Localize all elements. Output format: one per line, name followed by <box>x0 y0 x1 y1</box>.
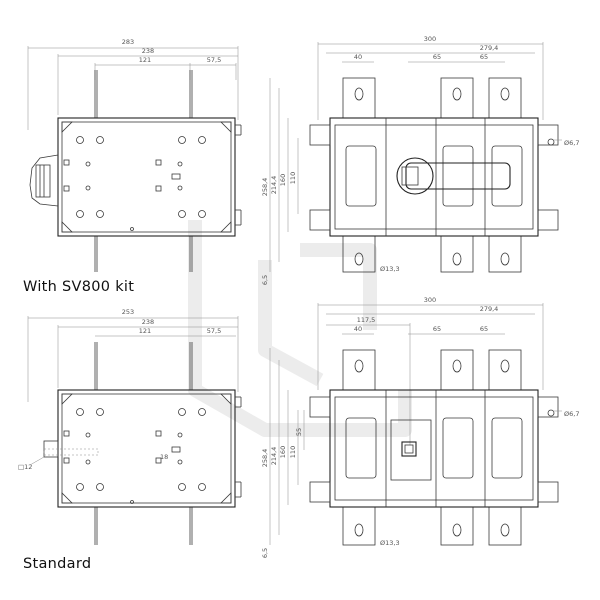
dim-square-bottom: □12 <box>18 463 32 471</box>
watermark-logo <box>188 220 412 437</box>
dim-term-a-bottom: 40 <box>354 325 362 333</box>
dim-h1-bottom: 258,4 <box>261 449 269 468</box>
dim-small-bottom: 18 <box>160 453 168 461</box>
dim-h2-top: 214,4 <box>270 176 278 195</box>
dim-h1-top: 258,4 <box>261 178 269 197</box>
dim-terminal-hole-bottom: Ø13,3 <box>380 539 400 547</box>
dim-h5-bottom: 55 <box>295 428 303 436</box>
dim-h5-top: 6,5 <box>261 275 269 285</box>
dim-width-top: 300 <box>424 35 436 43</box>
dim-width-bottom: 300 <box>424 296 436 304</box>
dim-pitch-bottom: 121 <box>139 327 151 335</box>
dim-offset-top: 57,5 <box>207 56 221 64</box>
dim-h4-top: 110 <box>289 172 297 184</box>
dim-offset-bottom: 57,5 <box>207 327 221 335</box>
dim-h3-bottom: 160 <box>279 446 287 458</box>
dim-h2-bottom: 214,4 <box>270 447 278 466</box>
dim-inner-top: 238 <box>142 47 154 55</box>
side-view-top: 283 238 121 57,5 <box>27 38 242 272</box>
dim-inner-width-bottom: 279,4 <box>480 305 499 313</box>
dim-h3-top: 160 <box>279 174 287 186</box>
dim-hole-bottom: Ø6,7 <box>564 410 579 418</box>
dim-h4-bottom: 110 <box>289 446 297 458</box>
dim-hole-top: Ø6,7 <box>564 139 579 147</box>
dim-handle-bottom: 117,5 <box>357 316 376 324</box>
dim-inner-bottom: 238 <box>142 318 154 326</box>
dim-overall-bottom: 253 <box>122 308 134 316</box>
dim-overall-top: 283 <box>122 38 134 46</box>
dim-pitch-top: 121 <box>139 56 151 64</box>
front-view-top: 300 279,4 40 65 65 258,4 214,4 160 110 6… <box>261 35 579 285</box>
caption-standard: Standard <box>23 556 92 572</box>
dim-term-b-top: 65 <box>433 53 441 61</box>
front-view-bottom: 300 279,4 117,5 40 65 65 258,4 214,4 160… <box>261 296 579 558</box>
dim-h6-bottom: 6,5 <box>261 548 269 558</box>
dim-term-c-top: 65 <box>480 53 488 61</box>
dim-term-a-top: 40 <box>354 53 362 61</box>
dim-terminal-hole-top: Ø13,3 <box>380 265 400 273</box>
dim-inner-width-top: 279,4 <box>480 44 499 52</box>
dim-term-c-bottom: 65 <box>480 325 488 333</box>
dim-term-b-bottom: 65 <box>433 325 441 333</box>
side-view-bottom: 253 238 121 57,5 □12 18 <box>18 308 242 545</box>
caption-with-kit: With SV800 kit <box>23 279 135 295</box>
